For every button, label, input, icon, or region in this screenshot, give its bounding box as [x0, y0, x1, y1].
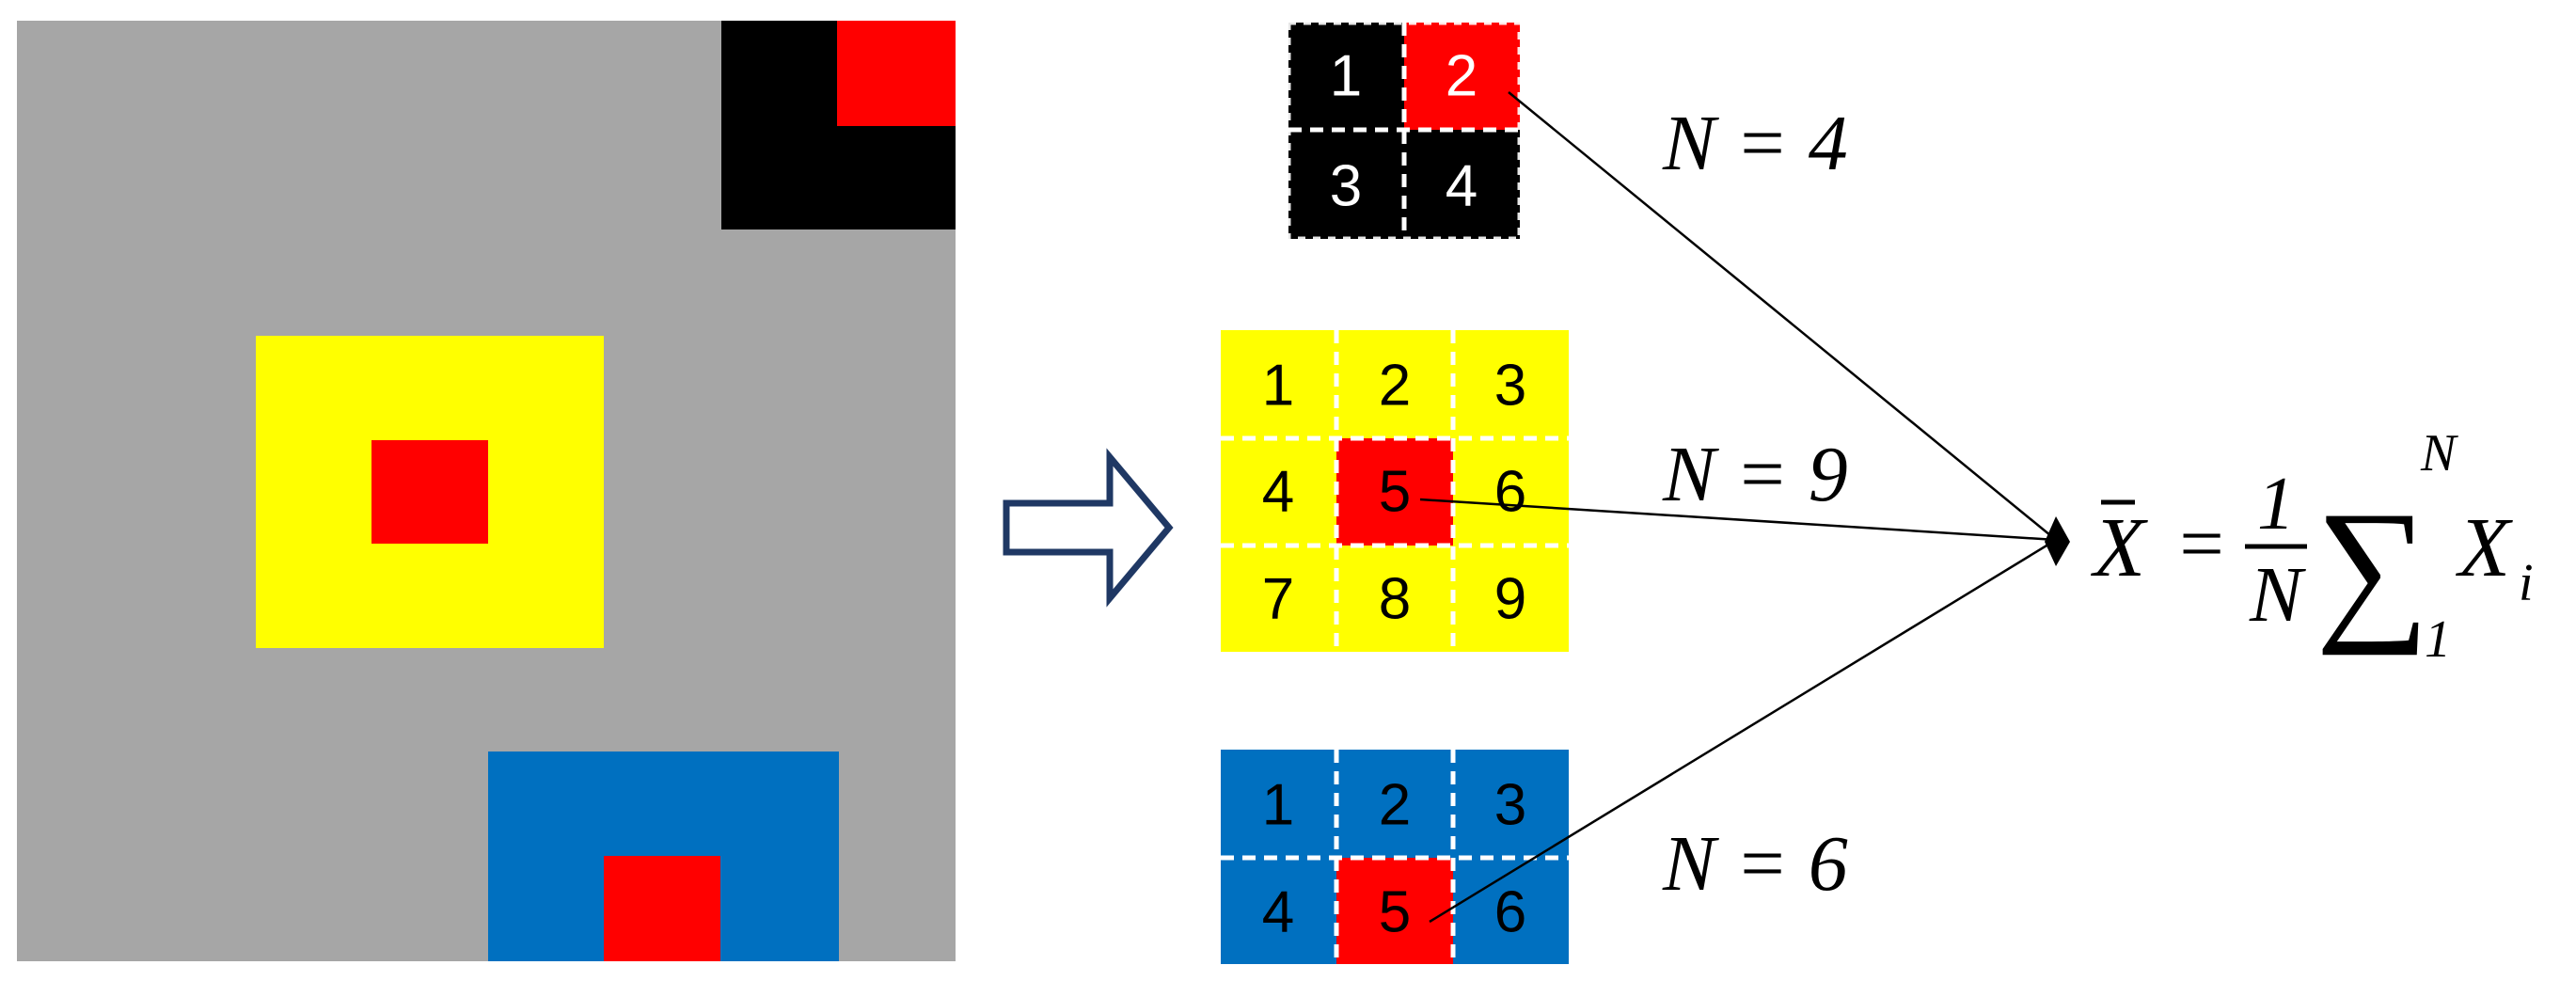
grid-cell: [1336, 858, 1453, 964]
connector-lines: [1419, 91, 2057, 924]
grid-cell: [1336, 438, 1453, 546]
grid-cell-label: 3: [1330, 154, 1362, 219]
connector-line: [1508, 91, 2057, 541]
grid-cell-label: 4: [1446, 154, 1478, 219]
yellow-grid: 1 2 3 4 5 6 7 8 9: [1221, 330, 1569, 652]
formula-subscript: i: [2519, 554, 2534, 612]
connector-line: [1419, 498, 2057, 542]
grid-cell-label: 6: [1494, 460, 1526, 525]
yellow-window-center-cell: [371, 440, 488, 544]
grid-cell-label: 7: [1262, 567, 1294, 632]
grid-cell: [1288, 23, 1404, 130]
black-window-center-cell: [837, 21, 956, 126]
grid-cell-label: 2: [1379, 773, 1411, 838]
grid-cell-label: 1: [1330, 44, 1362, 109]
formula-upper-limit: N: [2420, 424, 2458, 483]
blue-window-center-cell: [604, 856, 720, 961]
map-panel: [17, 21, 956, 961]
grid-cell: [1404, 23, 1520, 130]
blue-grid: 1 2 3 4 5 6: [1221, 750, 1569, 964]
grid-cell-label: 3: [1494, 773, 1526, 838]
grid-cell-label: 5: [1379, 880, 1411, 945]
arrowhead-icon: [2045, 516, 2070, 566]
formula-equals: =: [2174, 500, 2228, 588]
formula-lower-limit: 1: [2425, 610, 2451, 669]
grid-cell-label: 1: [1262, 773, 1294, 838]
grid-cell-label: 9: [1494, 567, 1526, 632]
formula-term: X: [2456, 501, 2513, 594]
n-label-yellow: N = 9: [1662, 431, 1848, 518]
grid-cell: [1288, 130, 1404, 239]
mean-formula: X = 1 N ∑ N 1 X i: [2091, 424, 2534, 669]
formula-lhs: X: [2091, 501, 2148, 594]
grid-cell-label: 2: [1446, 44, 1478, 109]
grid-cell-label: 3: [1494, 354, 1526, 419]
grid-cell-label: 5: [1379, 460, 1411, 525]
grid-cell-label: 6: [1494, 880, 1526, 945]
connector-line: [1429, 538, 2057, 924]
n-label-black: N = 4: [1662, 100, 1848, 187]
grid-cell-label: 4: [1262, 460, 1294, 525]
black-grid: 1 2 3 4: [1286, 20, 1523, 242]
right-arrow-icon: [1003, 448, 1174, 608]
grid-cell-label: 2: [1379, 354, 1411, 419]
grid-cell-label: 4: [1262, 880, 1294, 945]
formula-denominator: N: [2249, 551, 2306, 639]
formula-numerator: 1: [2257, 463, 2295, 546]
n-label-blue: N = 6: [1662, 820, 1848, 908]
grid-cell-label: 1: [1262, 354, 1294, 419]
grid-cell: [1404, 130, 1520, 239]
sigma-icon: ∑: [2315, 479, 2429, 656]
grid-cell-label: 8: [1379, 567, 1411, 632]
